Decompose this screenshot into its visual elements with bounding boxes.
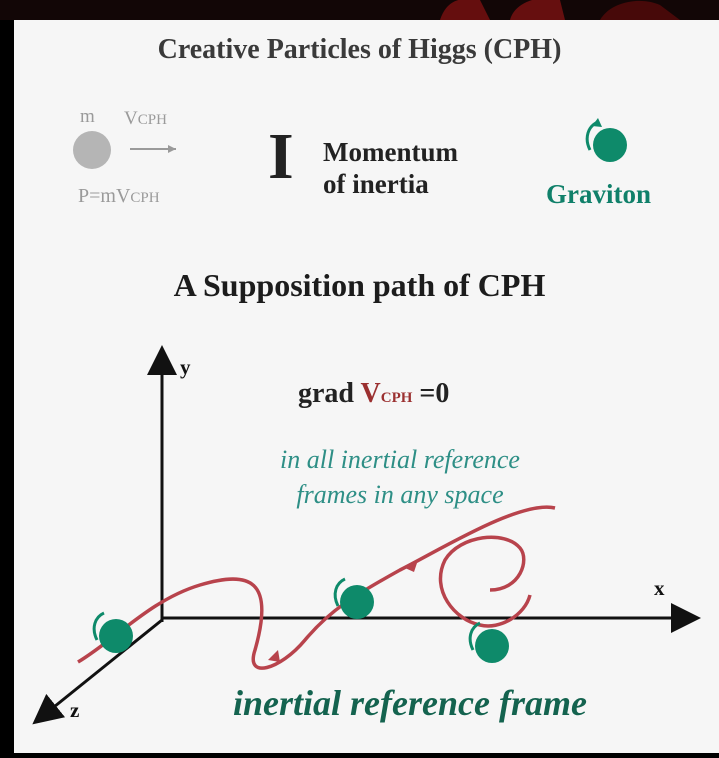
x-axis-label: x bbox=[654, 576, 665, 600]
velocity-arrowhead-icon bbox=[168, 145, 176, 153]
path-arrow bbox=[268, 650, 280, 662]
momentum-subscript: CPH bbox=[130, 190, 160, 206]
mass-label: m bbox=[80, 106, 95, 127]
grad-subscript: CPH bbox=[380, 390, 413, 406]
grad-symbol: VCPH bbox=[361, 378, 413, 409]
gradient-equation: grad VCPH =0 bbox=[298, 378, 449, 410]
mass-ball-icon bbox=[73, 131, 111, 169]
inertial-note: in all inertial reference frames in any … bbox=[200, 442, 600, 512]
frame-caption: inertial reference frame bbox=[233, 683, 587, 723]
graviton-icon bbox=[593, 128, 627, 162]
spin-arrow-icon bbox=[92, 611, 105, 641]
inertia-label: Momentum of inertia bbox=[323, 136, 458, 200]
y-axis-label: y bbox=[180, 355, 191, 379]
graviton-label: Graviton bbox=[546, 179, 651, 209]
spin-arrow-icon bbox=[468, 621, 481, 651]
inertial-note-line1: in all inertial reference bbox=[280, 445, 520, 474]
red-glare bbox=[440, 0, 490, 20]
particle-path bbox=[77, 505, 556, 670]
z-axis-label: z bbox=[70, 698, 80, 722]
momentum-formula-text: P=mV bbox=[78, 185, 131, 207]
graviton-icon bbox=[340, 585, 374, 619]
velocity-label: VCPH bbox=[124, 108, 167, 130]
inertia-label-line2: of inertia bbox=[323, 169, 429, 199]
velocity-subscript: CPH bbox=[137, 112, 167, 128]
grad-prefix: grad bbox=[298, 378, 354, 409]
path-arrow bbox=[405, 560, 418, 572]
momentum-formula: P=mVCPH bbox=[78, 185, 160, 208]
inertial-note-line2: frames in any space bbox=[296, 480, 504, 509]
diagram-heading: A Supposition path of CPH bbox=[173, 267, 546, 303]
red-glare bbox=[510, 0, 565, 20]
inertia-symbol: I bbox=[268, 120, 294, 193]
grad-suffix: =0 bbox=[419, 378, 450, 409]
spin-arrowhead-icon bbox=[592, 118, 602, 127]
graviton-icon bbox=[475, 629, 509, 663]
spin-arrow-icon bbox=[333, 577, 346, 607]
velocity-symbol: V bbox=[124, 108, 138, 129]
page-title: Creative Particles of Higgs (CPH) bbox=[157, 34, 562, 65]
red-glare bbox=[600, 0, 680, 20]
inertia-label-line1: Momentum bbox=[323, 137, 458, 167]
z-axis bbox=[32, 618, 163, 725]
graviton-icon bbox=[99, 619, 133, 653]
grad-symbol-letter: V bbox=[360, 378, 381, 409]
